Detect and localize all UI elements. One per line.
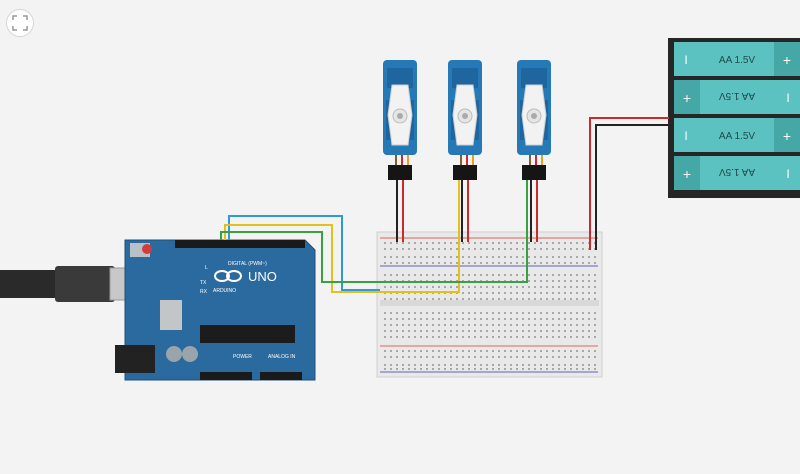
breadboard[interactable] bbox=[376, 231, 603, 378]
plus-terminal-label: + bbox=[683, 166, 691, 182]
battery-cell-label: AA 1.5V bbox=[719, 55, 755, 66]
digital-label: DIGITAL (PWM~) bbox=[228, 261, 267, 267]
fit-to-view-icon bbox=[12, 15, 28, 31]
led-rx-label: RX bbox=[200, 289, 208, 295]
plus-terminal-label: + bbox=[683, 90, 691, 106]
wire-signal-green[interactable] bbox=[220, 180, 528, 283]
board-model-label: UNO bbox=[248, 269, 277, 284]
battery-pack[interactable]: I + AA 1.5V I + AA 1.5V I + AA 1.5V I + AA 1.5V bbox=[668, 38, 800, 198]
minus-terminal-label: I bbox=[786, 91, 789, 105]
servo-1[interactable] bbox=[383, 60, 417, 180]
power-jack[interactable] bbox=[115, 345, 155, 373]
battery-cell[interactable]: I + AA 1.5V bbox=[674, 156, 800, 190]
battery-cell[interactable]: I + AA 1.5V bbox=[674, 42, 800, 76]
plus-terminal-label: + bbox=[783, 52, 791, 68]
breadboard-holes bbox=[384, 242, 596, 370]
led-l-label: L bbox=[205, 265, 208, 271]
minus-terminal-label: I bbox=[684, 129, 687, 143]
servo-3[interactable] bbox=[517, 60, 551, 180]
led-tx-label: TX bbox=[200, 280, 207, 286]
servo-connector[interactable] bbox=[388, 165, 412, 180]
battery-cell-label: AA 1.5V bbox=[719, 131, 755, 142]
wire-battery-positive[interactable] bbox=[589, 117, 669, 250]
servos[interactable] bbox=[383, 60, 551, 180]
battery-cell-label: AA 1.5V bbox=[719, 166, 755, 177]
atmega-chip bbox=[200, 325, 295, 343]
servo-connector[interactable] bbox=[522, 165, 546, 180]
arduino-logo-icon bbox=[214, 270, 242, 282]
analog-label: ANALOG IN bbox=[268, 354, 296, 360]
digital-header[interactable] bbox=[175, 240, 305, 248]
wires[interactable] bbox=[220, 117, 669, 293]
minus-terminal-label: I bbox=[786, 167, 789, 181]
brand-label: ARDUINO bbox=[213, 288, 236, 294]
power-header[interactable] bbox=[200, 372, 252, 380]
plus-terminal-label: + bbox=[783, 128, 791, 144]
battery-cell-label: AA 1.5V bbox=[719, 90, 755, 101]
wire-battery-negative[interactable] bbox=[595, 124, 669, 250]
analog-header[interactable] bbox=[260, 372, 302, 380]
arduino-board[interactable]: DIGITAL (PWM~) L TX RX UNO ARDUINO POWER… bbox=[115, 239, 316, 381]
reset-button[interactable] bbox=[142, 244, 152, 254]
servo-connector[interactable] bbox=[453, 165, 477, 180]
battery-cell[interactable]: I + AA 1.5V bbox=[674, 80, 800, 114]
fit-to-view-button[interactable] bbox=[6, 9, 34, 37]
servo-2[interactable] bbox=[448, 60, 482, 180]
battery-cell[interactable]: I + AA 1.5V bbox=[674, 118, 800, 152]
power-label: POWER bbox=[233, 354, 252, 360]
wire-signal-yellow[interactable] bbox=[224, 180, 460, 293]
minus-terminal-label: I bbox=[684, 53, 687, 67]
